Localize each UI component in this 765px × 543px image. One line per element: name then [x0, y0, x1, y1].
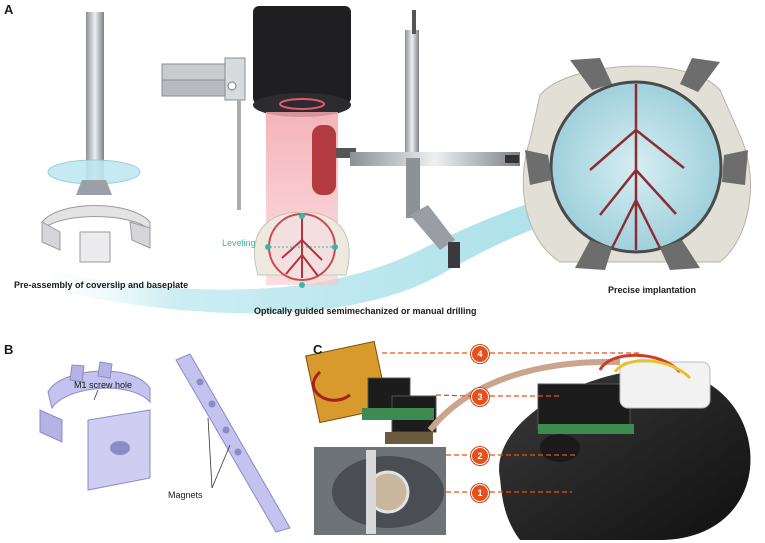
- magnets-pointer: [208, 418, 212, 488]
- screw-hole-pointer: [94, 390, 98, 400]
- stereotaxic-pole: [405, 30, 419, 160]
- baseplate-a: [42, 206, 150, 263]
- caption-preassembly: Pre-assembly of coverslip and baseplate: [14, 280, 188, 290]
- marker-1: 1: [471, 484, 489, 502]
- marker-4: 4: [471, 345, 489, 363]
- label-magnets: Magnets: [168, 490, 203, 500]
- panel-label-a: A: [4, 2, 13, 17]
- leveling-label: Leveling: [222, 238, 256, 248]
- drill-handpiece: [312, 125, 336, 195]
- magnet-strip: [176, 354, 290, 532]
- marker-2: 2: [471, 447, 489, 465]
- label-screw-hole: M1 screw hole: [74, 380, 132, 390]
- device-parts: [306, 341, 436, 444]
- caption-drilling: Optically guided semimechanized or manua…: [254, 306, 477, 316]
- marker-3: 3: [471, 388, 489, 406]
- implant-view: [523, 58, 750, 270]
- panel-label-c: C: [313, 342, 322, 357]
- panel-label-b: B: [4, 342, 13, 357]
- probe-needle: [237, 100, 241, 210]
- holder-rod: [86, 12, 104, 180]
- caption-implantation: Precise implantation: [608, 285, 696, 295]
- camera-body: [253, 6, 351, 104]
- surgery-photo: [314, 447, 446, 535]
